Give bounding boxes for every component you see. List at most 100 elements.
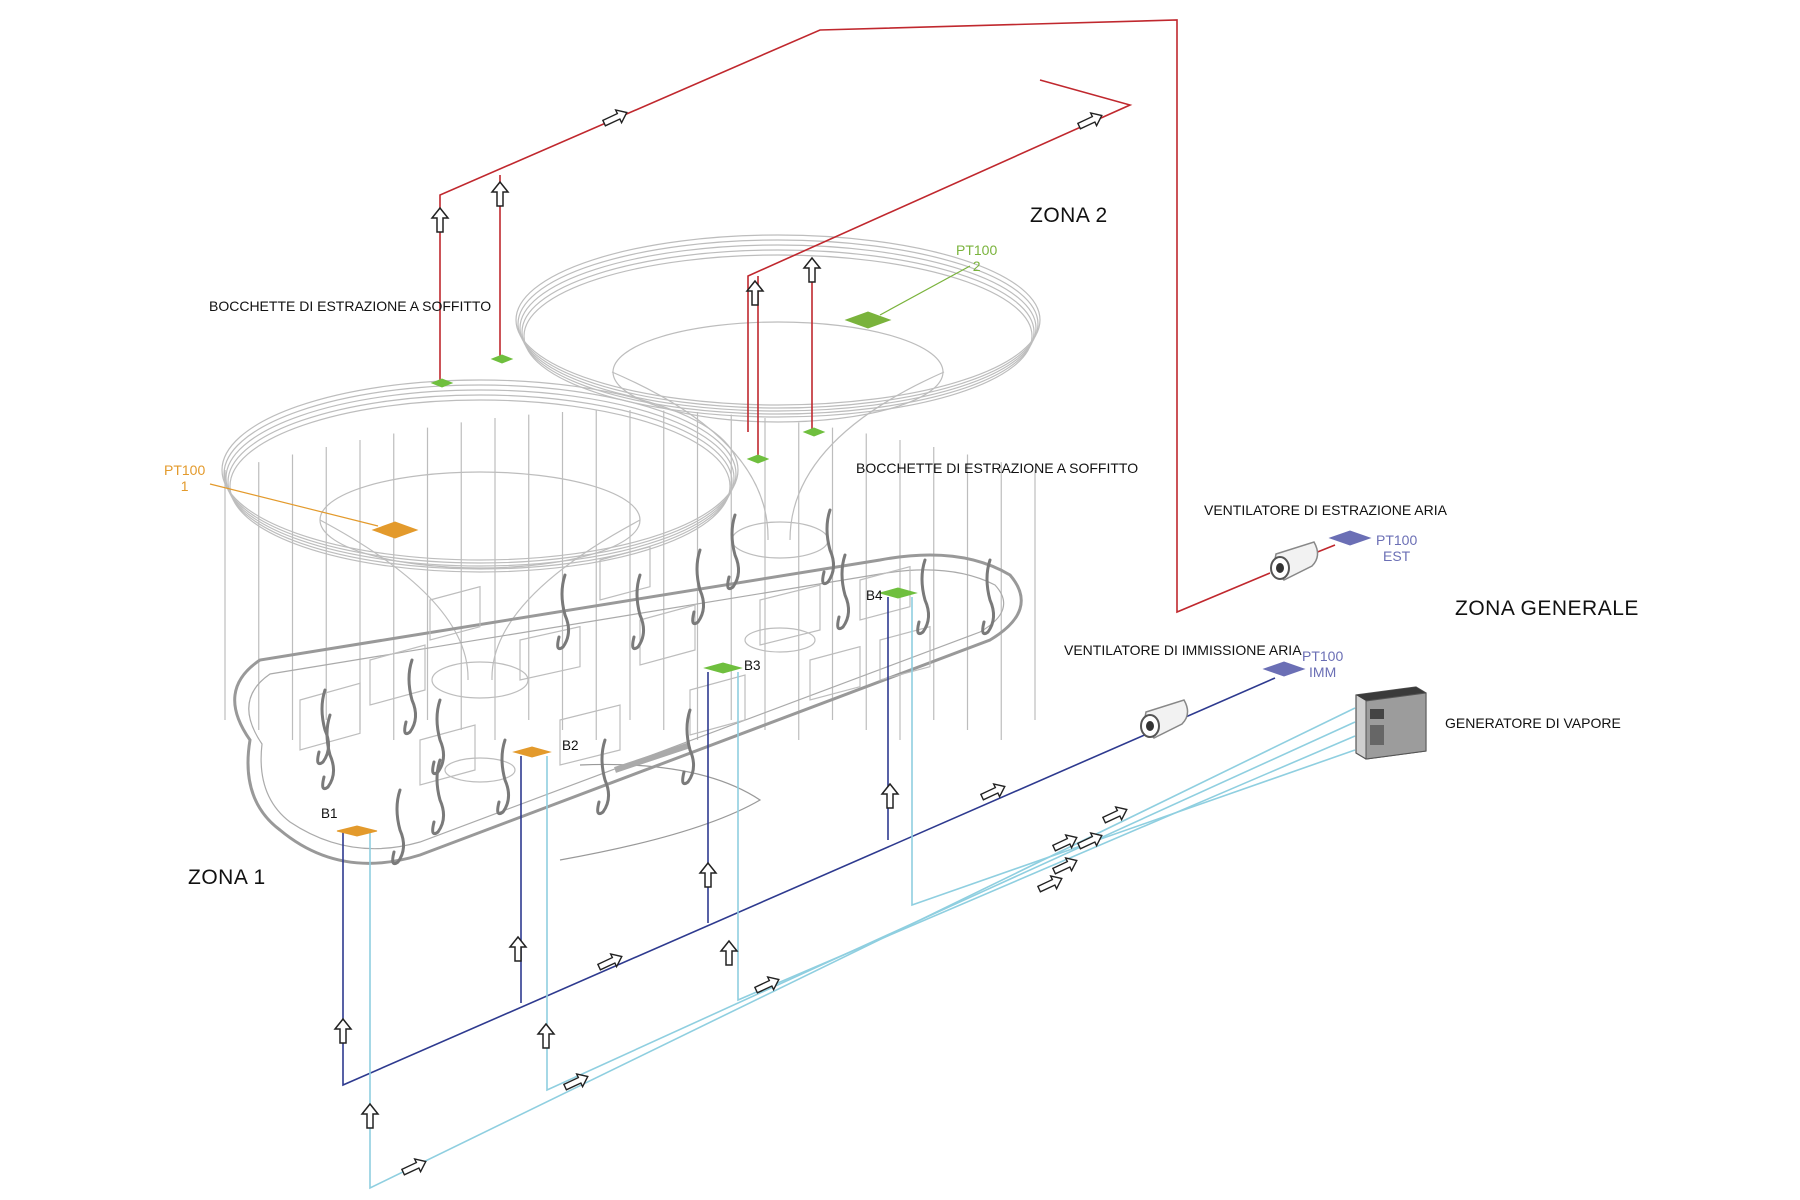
- up-arrow: [490, 180, 510, 207]
- side-arrow: [1101, 805, 1128, 824]
- exhaust-fan-icon-hub: [1276, 563, 1284, 573]
- pt100-imm-marker: [1262, 661, 1306, 677]
- shower-hose: [431, 758, 445, 836]
- shower-hose: [916, 558, 930, 636]
- shower-hose: [681, 708, 695, 786]
- bench: [859, 565, 911, 621]
- bench: [759, 584, 821, 646]
- pt100-1-marker: [371, 521, 419, 539]
- up-arrow-shape: [719, 939, 739, 966]
- up-arrow: [880, 782, 900, 809]
- basin-1: [431, 661, 529, 699]
- generator-panel: [1370, 709, 1384, 719]
- ceiling-dome-2: [519, 244, 1037, 412]
- ceiling-dome-1: [227, 394, 733, 570]
- ceiling-outlet-2a: [746, 454, 770, 464]
- bench: [879, 625, 931, 681]
- ceiling-dome-2: [521, 249, 1035, 415]
- side-arrow: [1036, 874, 1063, 893]
- bench: [639, 604, 696, 666]
- steam-line-b3: [737, 672, 1356, 1002]
- equipment-icons: [1140, 541, 1427, 760]
- ceiling-dome-2: [523, 254, 1033, 418]
- ceiling-dome-2: [515, 234, 1041, 406]
- side-arrow: [400, 1157, 427, 1176]
- basin-2: [731, 521, 829, 559]
- pt100-est-marker: [1328, 530, 1372, 546]
- side-arrow: [601, 108, 628, 127]
- steam-line-b1: [369, 707, 1356, 1190]
- drain-1: [444, 757, 516, 783]
- outlet-b4-label: B4: [866, 588, 883, 603]
- ceiling-outlet-1a: [430, 378, 454, 388]
- exhaust-duct-main: [439, 19, 1271, 614]
- steam-generator-label: GENERATORE DI VAPORE: [1445, 715, 1621, 731]
- side-arrow-shape: [753, 975, 780, 994]
- shower-hose: [726, 513, 740, 591]
- side-arrow-shape: [1036, 874, 1063, 893]
- shower-hose: [981, 558, 995, 636]
- outlet-b3-label: B3: [744, 658, 761, 673]
- shower-hose: [321, 713, 335, 791]
- pt100-1-leader: [209, 483, 379, 527]
- side-arrow-shape: [596, 952, 623, 971]
- shower-hose: [596, 738, 610, 816]
- ceiling-extraction-label-left: BOCCHETTE DI ESTRAZIONE A SOFFITTO: [209, 298, 492, 314]
- floor-ring-outer: [233, 553, 1023, 865]
- up-arrow-shape: [802, 256, 822, 283]
- floor-curve: [559, 763, 762, 861]
- exhaust-fan-label: VENTILATORE DI ESTRAZIONE ARIA: [1204, 502, 1447, 518]
- up-arrow: [333, 1017, 353, 1044]
- bench: [689, 674, 746, 736]
- ceiling-dome-1: [223, 384, 737, 564]
- ceiling-dome-1: [229, 399, 731, 573]
- zone-generale-label: ZONA GENERALE: [1455, 597, 1639, 620]
- pool-structure-wireframe: [221, 234, 1041, 865]
- up-arrow: [360, 1102, 380, 1129]
- bench: [419, 724, 476, 786]
- side-arrow-shape: [601, 108, 628, 127]
- up-arrow: [536, 1022, 556, 1049]
- up-arrow-shape: [745, 279, 765, 306]
- up-arrow-shape: [360, 1102, 380, 1129]
- flow-arrows: [333, 108, 1128, 1176]
- shower-hose: [496, 738, 510, 816]
- side-arrow: [1076, 111, 1103, 130]
- pt100-2-marker: [844, 311, 892, 329]
- side-arrow-shape: [1076, 831, 1103, 850]
- ceiling-dome-2: [517, 239, 1039, 409]
- sensor-markers: [209, 265, 1372, 837]
- steam-generator-icon: [1355, 686, 1427, 760]
- shower-hose: [821, 508, 835, 586]
- up-arrow: [698, 861, 718, 888]
- up-arrow: [508, 935, 528, 962]
- ceiling-outlet-2b: [802, 427, 826, 437]
- bench: [809, 645, 861, 701]
- shower-hose: [391, 788, 405, 866]
- side-arrow: [562, 1072, 589, 1091]
- up-arrow: [719, 939, 739, 966]
- supply-fan-label: VENTILATORE DI IMMISSIONE ARIA: [1064, 642, 1302, 658]
- outlet-b1-label: B1: [321, 806, 338, 821]
- ceiling-outlet-1b: [490, 354, 514, 364]
- shower-hose: [556, 573, 570, 651]
- zone-2-label: ZONA 2: [1030, 204, 1108, 227]
- ceiling-dome-1: [225, 389, 735, 567]
- side-arrow: [596, 952, 623, 971]
- outlet-b1-marker: [336, 825, 378, 837]
- up-arrow-shape: [430, 206, 450, 233]
- supply-duct-main: [342, 677, 1276, 1087]
- shower-hose: [431, 698, 445, 776]
- generator-vent: [1370, 725, 1384, 745]
- up-arrow-shape: [508, 935, 528, 962]
- side-arrow: [979, 782, 1006, 801]
- side-arrow: [1051, 833, 1078, 852]
- pt100-2-leader: [879, 265, 971, 316]
- side-arrow: [1051, 856, 1078, 875]
- ceiling-extraction-label-right: BOCCHETTE DI ESTRAZIONE A SOFFITTO: [856, 460, 1139, 476]
- zone-1-label: ZONA 1: [188, 866, 266, 889]
- shower-hose: [403, 658, 417, 736]
